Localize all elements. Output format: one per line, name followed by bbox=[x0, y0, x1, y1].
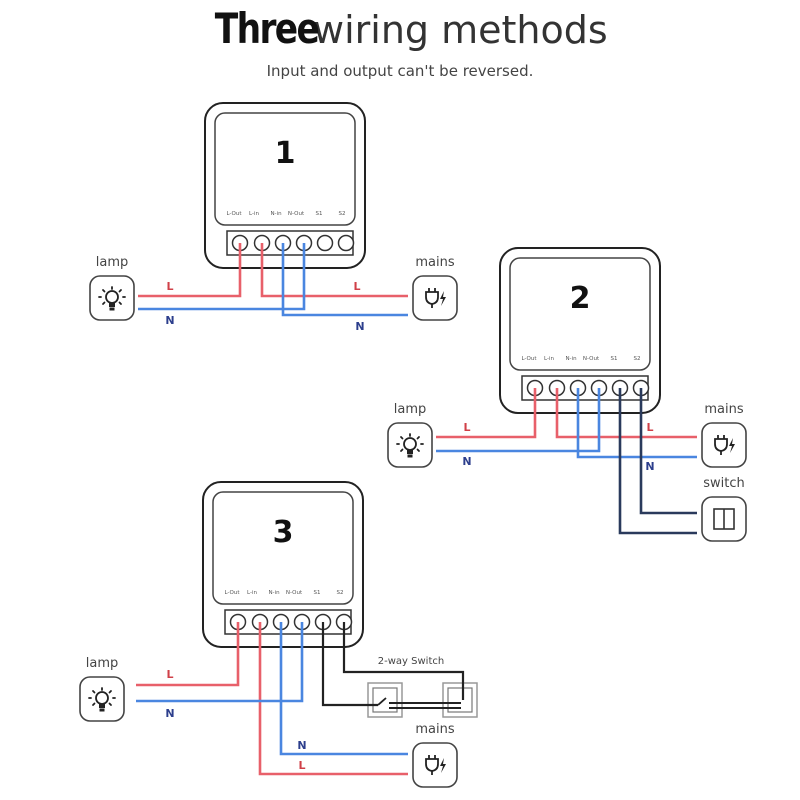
lamp-frame bbox=[89, 275, 135, 321]
neutral-wire-label: N bbox=[297, 739, 306, 752]
terminal-label-n-in: N-in bbox=[565, 356, 577, 362]
switch-wire-s2 bbox=[639, 388, 697, 515]
module-inner-panel bbox=[509, 257, 651, 371]
mains-frame bbox=[412, 275, 458, 321]
lamp-frame bbox=[79, 676, 125, 722]
title-bold: Three bbox=[215, 4, 320, 53]
terminal-label-l-in: L-in bbox=[544, 356, 554, 362]
neutral-wire-label: N bbox=[165, 314, 174, 327]
switch-label: switch bbox=[703, 476, 745, 491]
neutral-wire-label: N bbox=[165, 707, 174, 720]
module-inner-panel bbox=[212, 491, 354, 605]
lamp-frame bbox=[387, 422, 433, 468]
module-3: 3L-Out L-in N-in N-Out S1 S2 bbox=[202, 481, 364, 648]
neutral-wire-lamp bbox=[138, 243, 306, 311]
switch-contact-1 bbox=[377, 697, 387, 706]
terminal-label-l-in: L-in bbox=[247, 590, 257, 596]
terminal-label-s1: S1 bbox=[316, 211, 323, 217]
live-wire-lamp bbox=[136, 622, 240, 687]
live-wire-label: L bbox=[353, 280, 360, 293]
live-wire-lamp bbox=[436, 388, 537, 439]
module-number: 3 bbox=[273, 515, 294, 550]
subtitle: Input and output can't be reversed. bbox=[266, 62, 534, 80]
terminal-label-l-out: L-Out bbox=[521, 356, 537, 362]
neutral-wire-lamp bbox=[136, 622, 304, 703]
mains-label: mains bbox=[415, 255, 454, 270]
lamp-box: lamp bbox=[79, 656, 125, 722]
terminal-label-n-out: N-Out bbox=[286, 590, 303, 596]
live-wire-lamp bbox=[138, 243, 242, 298]
terminal-label-s1: S1 bbox=[314, 590, 321, 596]
terminal-label-n-out: N-Out bbox=[583, 356, 600, 362]
two-way-switch-label: 2-way Switch bbox=[378, 656, 444, 667]
switch-wire-s1 bbox=[321, 622, 378, 707]
neutral-wire-label: N bbox=[645, 460, 654, 473]
terminal-label-n-out: N-Out bbox=[288, 211, 305, 217]
terminal-label-n-in: N-in bbox=[268, 590, 280, 596]
mains-box: mains bbox=[701, 402, 747, 468]
module-2: 2L-Out L-in N-in N-Out S1 S2 bbox=[499, 247, 661, 414]
terminal-label-l-out: L-Out bbox=[226, 211, 242, 217]
live-wire-label: L bbox=[166, 280, 173, 293]
mains-label: mains bbox=[415, 722, 454, 737]
mains-frame bbox=[412, 742, 458, 788]
module-1: 1L-Out L-in N-in N-Out S1 S2 bbox=[204, 102, 366, 269]
terminal-label-s2: S2 bbox=[337, 590, 344, 596]
live-wire-label: L bbox=[463, 421, 470, 434]
module-number: 2 bbox=[570, 281, 591, 316]
terminal-screw-s1 bbox=[316, 234, 334, 252]
live-wire-mains bbox=[258, 622, 408, 776]
title-rest: wiring methods bbox=[313, 8, 608, 52]
mains-frame bbox=[701, 422, 747, 468]
lamp-box: lamp bbox=[387, 402, 433, 468]
live-wire-label: L bbox=[298, 759, 305, 772]
module-inner-panel bbox=[214, 112, 356, 226]
page-title: Three wiring methods bbox=[0, 4, 800, 53]
terminal-label-l-in: L-in bbox=[249, 211, 259, 217]
live-wire-label: L bbox=[166, 668, 173, 681]
mains-label: mains bbox=[704, 402, 743, 417]
live-wire-mains bbox=[555, 388, 697, 439]
switch-wire-s2 bbox=[342, 622, 465, 700]
lamp-label: lamp bbox=[86, 656, 119, 671]
neutral-wire-lamp bbox=[436, 388, 601, 453]
terminal-label-n-in: N-in bbox=[270, 211, 282, 217]
neutral-wire-label: N bbox=[462, 455, 471, 468]
mains-box: mains bbox=[412, 255, 458, 321]
neutral-wire-mains bbox=[576, 388, 697, 459]
terminal-label-s2: S2 bbox=[634, 356, 641, 362]
terminal-label-s1: S1 bbox=[611, 356, 618, 362]
mains-box: mains bbox=[412, 722, 458, 788]
lamp-box: lamp bbox=[89, 255, 135, 321]
module-number: 1 bbox=[275, 136, 296, 171]
terminal-label-l-out: L-Out bbox=[224, 590, 240, 596]
neutral-wire-mains bbox=[279, 622, 408, 756]
terminal-label-s2: S2 bbox=[339, 211, 346, 217]
switch-wire-s1 bbox=[618, 388, 697, 535]
live-wire-label: L bbox=[646, 421, 653, 434]
neutral-wire-mains bbox=[281, 243, 408, 317]
switch-box: switch bbox=[701, 476, 747, 542]
lamp-label: lamp bbox=[394, 402, 427, 417]
lamp-label: lamp bbox=[96, 255, 129, 270]
terminal-screw-s2 bbox=[337, 234, 355, 252]
live-wire-mains bbox=[260, 243, 408, 298]
neutral-wire-label: N bbox=[355, 320, 364, 333]
